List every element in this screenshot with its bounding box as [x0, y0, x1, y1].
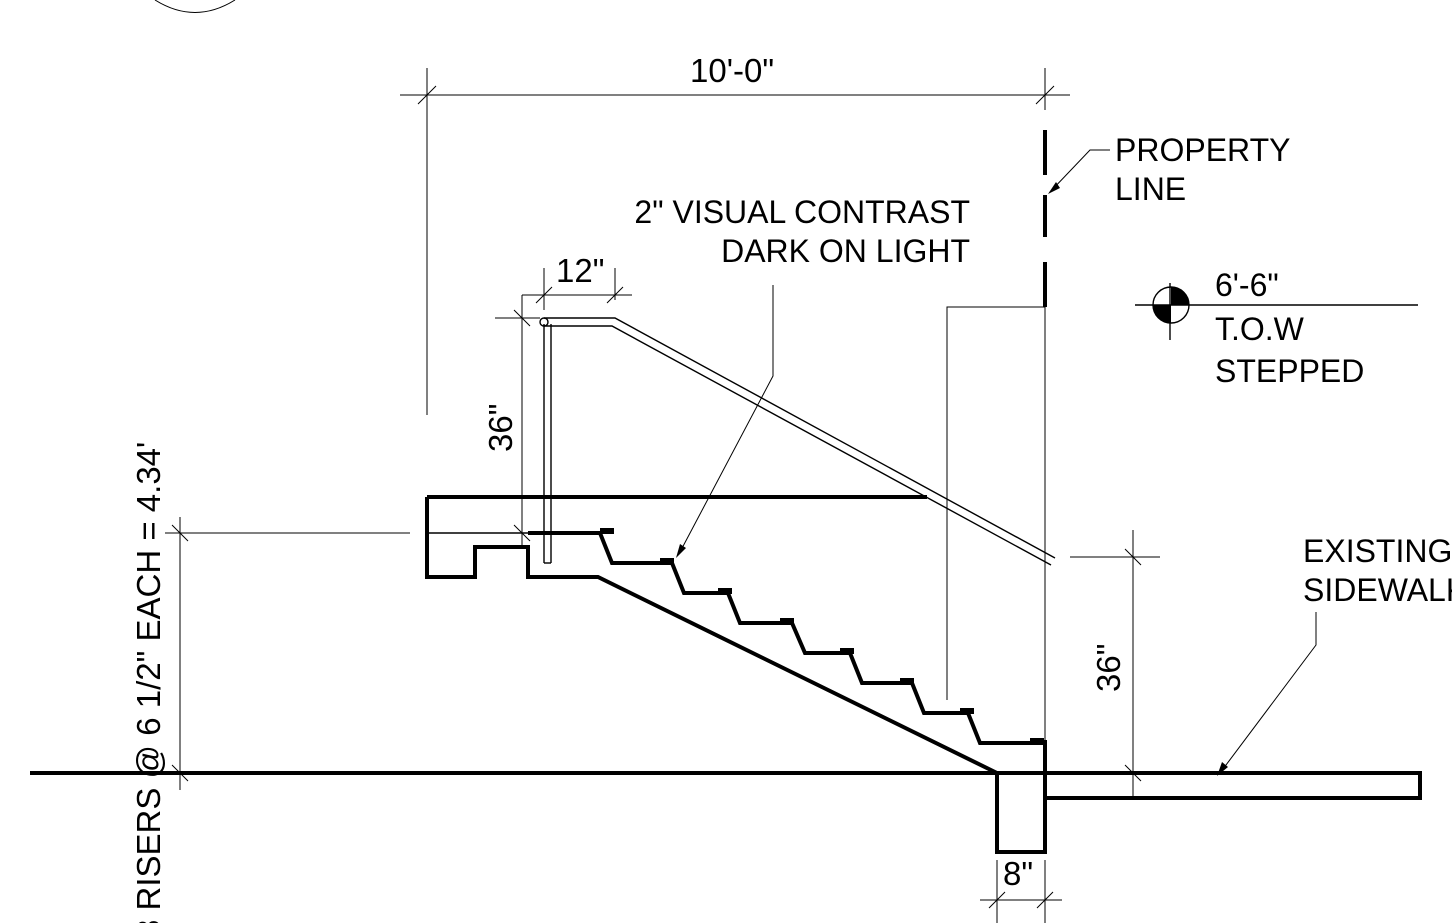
visual-contrast-label-1: 2" VISUAL CONTRAST	[634, 194, 970, 230]
detail-bubble-arc	[154, 0, 236, 13]
elevation-marker	[1135, 283, 1418, 340]
existing-sidewalk-slab	[1043, 771, 1422, 800]
property-line-arrow	[1048, 182, 1060, 194]
landing-slab	[425, 497, 998, 775]
handrail-bottom-dimension	[1070, 530, 1160, 800]
overall-dimension-text: 10'-0"	[690, 52, 774, 89]
landing-extension-dimension	[522, 268, 632, 310]
handrail-top-text: 36"	[482, 404, 519, 452]
existing-sidewalk-leader	[1219, 612, 1317, 774]
visual-contrast-leader	[679, 285, 774, 553]
footing-dimension	[980, 860, 1062, 923]
handrail-bottom-text: 36"	[1090, 644, 1127, 692]
wall-outline	[946, 306, 1045, 700]
footing	[995, 773, 1047, 854]
property-line-label-1: PROPERTY	[1115, 132, 1290, 168]
elevation-value: 6'-6"	[1215, 267, 1279, 303]
handrail-top-dimension	[495, 295, 540, 545]
landing-extension-text: 12"	[556, 252, 604, 289]
elevation-desc-2: STEPPED	[1215, 353, 1364, 389]
property-line-label-2: LINE	[1115, 171, 1186, 207]
footing-dimension-text: 8"	[1003, 855, 1033, 892]
visual-contrast-arrow	[676, 544, 686, 558]
overall-dimension	[400, 68, 1070, 415]
risers-dimension	[165, 517, 410, 790]
property-line-leader	[1049, 149, 1110, 193]
nosing-strips	[600, 528, 1044, 744]
elevation-desc-1: T.O.W	[1215, 311, 1305, 347]
existing-sidewalk-arrow	[1217, 762, 1228, 776]
visual-contrast-label-2: DARK ON LIGHT	[721, 233, 970, 269]
existing-sidewalk-label-2: SIDEWALK	[1303, 572, 1452, 608]
handrail	[539, 317, 1056, 566]
risers-note: 8 RISERS @ 6 1/2" EACH = 4.34'	[130, 442, 167, 923]
existing-sidewalk-label-1: EXISTING	[1303, 533, 1452, 569]
